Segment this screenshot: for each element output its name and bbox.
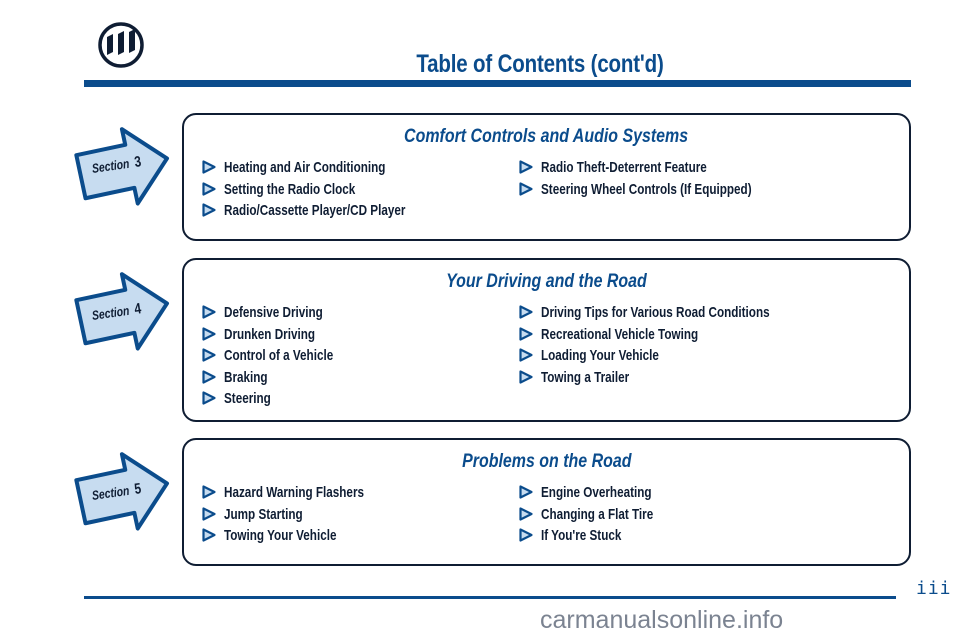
triangle-bullet-icon <box>519 326 533 341</box>
topic-label: Steering <box>224 390 271 407</box>
topic-label: Jump Starting <box>224 505 303 523</box>
topic-label: Drunken Driving <box>224 325 316 343</box>
page-number: iii <box>916 578 952 599</box>
topic-item[interactable]: Radio/Cassette Player/CD Player <box>202 202 457 224</box>
topic-item[interactable]: Hazard Warning Flashers <box>202 484 404 506</box>
topic-label: Defensive Driving <box>224 304 323 321</box>
topic-label: Engine Overheating <box>541 484 652 501</box>
topic-label: Towing Your Vehicle <box>224 527 337 544</box>
triangle-bullet-icon <box>202 485 216 499</box>
title-divider <box>84 80 911 87</box>
topic-item[interactable]: Steering <box>202 390 364 412</box>
triangle-bullet-icon <box>202 326 216 341</box>
left-topic-list: Hazard Warning Flashers Jump Starting To… <box>202 484 404 549</box>
section-3-badge[interactable]: Section 3 <box>72 118 172 218</box>
topic-item[interactable]: Recreational Vehicle Towing <box>519 326 834 348</box>
buick-logo-icon <box>98 22 144 68</box>
triangle-bullet-icon <box>202 348 216 362</box>
topic-item[interactable]: Defensive Driving <box>202 304 364 326</box>
triangle-bullet-icon <box>519 506 533 521</box>
topic-item[interactable]: Setting the Radio Clock <box>202 181 457 203</box>
triangle-bullet-icon <box>202 528 216 542</box>
section-title[interactable]: Comfort Controls and Audio Systems <box>404 126 689 147</box>
topic-item[interactable]: Control of a Vehicle <box>202 347 364 369</box>
topic-item[interactable]: Braking <box>202 369 364 391</box>
triangle-bullet-icon <box>519 181 533 196</box>
section-title[interactable]: Your Driving and the Road <box>446 271 647 292</box>
topic-item[interactable]: Drunken Driving <box>202 326 364 348</box>
section-5-panel: Problems on the Road Hazard Warning Flas… <box>182 438 911 566</box>
topic-label: Setting the Radio Clock <box>224 180 356 198</box>
triangle-bullet-icon <box>202 506 216 521</box>
topic-label: If You're Stuck <box>541 527 622 544</box>
triangle-bullet-icon <box>202 160 216 174</box>
left-topic-list: Defensive Driving Drunken Driving Contro… <box>202 304 364 412</box>
right-topic-list: Engine Overheating Changing a Flat Tire … <box>519 484 685 549</box>
topic-item[interactable]: Heating and Air Conditioning <box>202 159 457 181</box>
topic-item[interactable]: Driving Tips for Various Road Conditions <box>519 304 834 326</box>
topic-item[interactable]: Towing a Trailer <box>519 369 834 391</box>
topic-item[interactable]: Towing Your Vehicle <box>202 527 404 549</box>
left-topic-list: Heating and Air Conditioning Setting the… <box>202 159 457 224</box>
topic-item[interactable]: Engine Overheating <box>519 484 685 506</box>
triangle-bullet-icon <box>519 485 533 499</box>
topic-label: Radio Theft-Deterrent Feature <box>541 159 707 176</box>
topic-label: Radio/Cassette Player/CD Player <box>224 202 406 219</box>
section-title[interactable]: Problems on the Road <box>461 451 632 472</box>
triangle-bullet-icon <box>202 369 216 384</box>
topic-item[interactable]: Loading Your Vehicle <box>519 347 834 369</box>
triangle-bullet-icon <box>519 305 533 319</box>
triangle-bullet-icon <box>202 305 216 319</box>
topic-label: Loading Your Vehicle <box>541 347 659 364</box>
topic-label: Control of a Vehicle <box>224 347 334 364</box>
topic-item[interactable]: Steering Wheel Controls (If Equipped) <box>519 181 811 203</box>
triangle-bullet-icon <box>202 203 216 217</box>
triangle-bullet-icon <box>519 348 533 362</box>
topic-item[interactable]: Changing a Flat Tire <box>519 506 685 528</box>
triangle-bullet-icon <box>519 369 533 384</box>
watermark: carmanualsonline.info <box>540 606 784 634</box>
triangle-bullet-icon <box>519 160 533 174</box>
footer-divider <box>84 596 896 599</box>
triangle-bullet-icon <box>202 181 216 196</box>
page-title: Table of Contents (cont'd) <box>416 50 664 78</box>
topic-item[interactable]: If You're Stuck <box>519 527 685 549</box>
topic-item[interactable]: Radio Theft-Deterrent Feature <box>519 159 811 181</box>
topic-label: Driving Tips for Various Road Conditions <box>541 304 770 321</box>
topic-label: Recreational Vehicle Towing <box>541 325 699 343</box>
section-5-badge[interactable]: Section 5 <box>72 443 172 543</box>
topic-label: Changing a Flat Tire <box>541 505 654 523</box>
section-3-panel: Comfort Controls and Audio Systems Heati… <box>182 113 911 241</box>
right-topic-list: Driving Tips for Various Road Conditions… <box>519 304 834 390</box>
topic-label: Heating and Air Conditioning <box>224 159 386 176</box>
section-4-badge[interactable]: Section 4 <box>72 263 172 363</box>
topic-label: Braking <box>224 368 268 386</box>
right-topic-list: Radio Theft-Deterrent Feature Steering W… <box>519 159 811 202</box>
triangle-bullet-icon <box>202 391 216 405</box>
topic-item[interactable]: Jump Starting <box>202 506 404 528</box>
triangle-bullet-icon <box>519 528 533 542</box>
topic-label: Steering Wheel Controls (If Equipped) <box>541 180 752 198</box>
topic-label: Towing a Trailer <box>541 368 630 386</box>
section-4-panel: Your Driving and the Road Defensive Driv… <box>182 258 911 422</box>
topic-label: Hazard Warning Flashers <box>224 484 365 501</box>
